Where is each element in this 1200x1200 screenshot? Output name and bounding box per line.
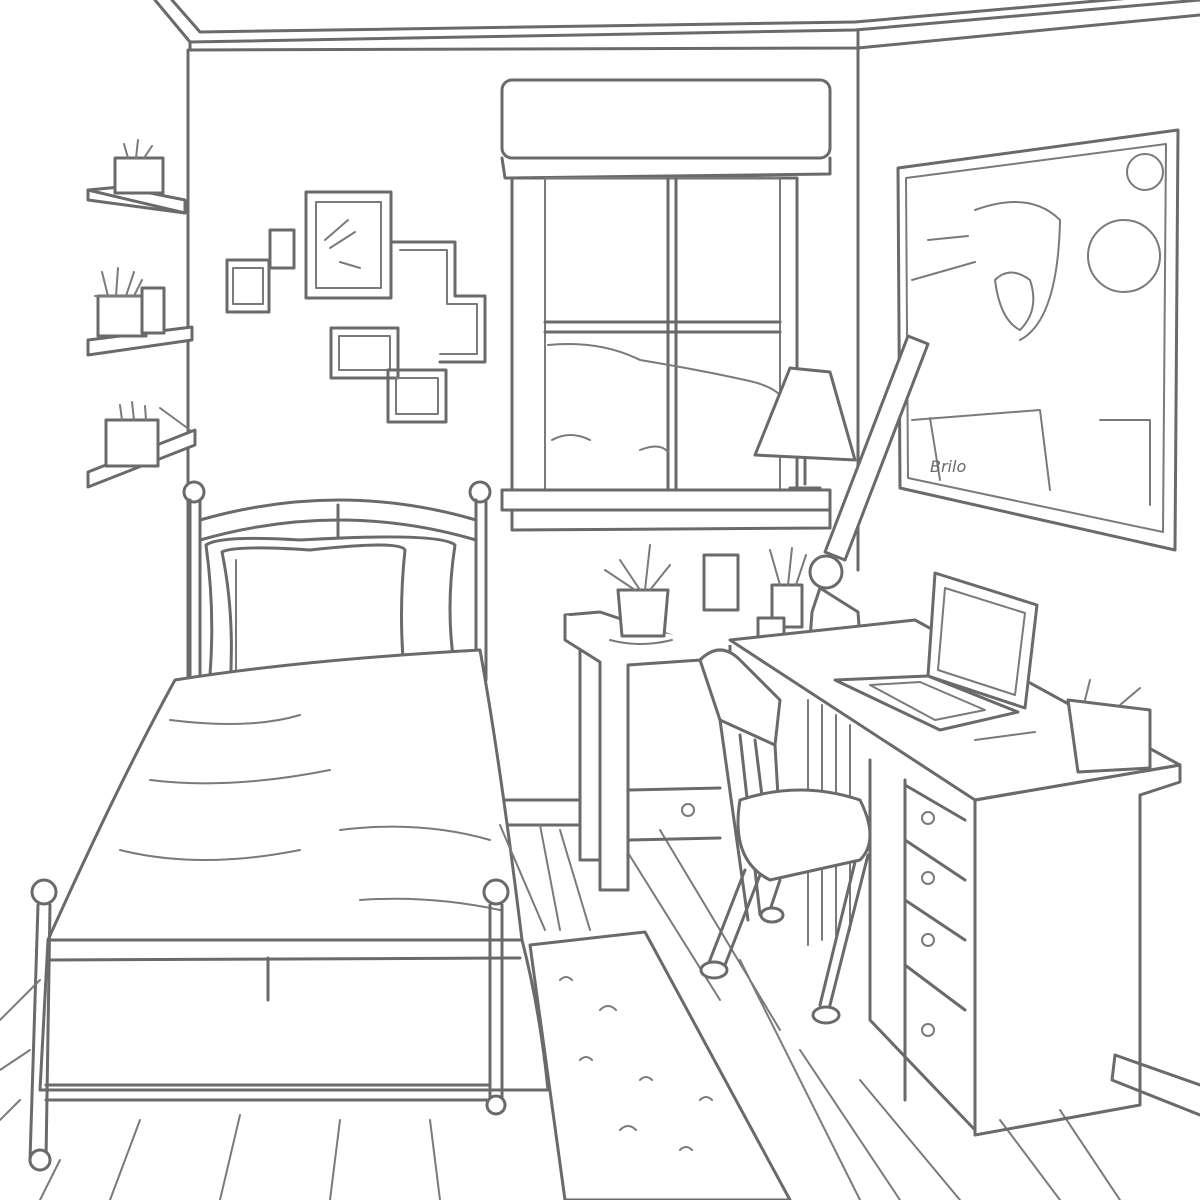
floor-boards xyxy=(0,824,1121,1200)
crown-molding xyxy=(153,0,1200,52)
lamp-icon xyxy=(753,366,857,490)
wall-poster: Brilo xyxy=(896,128,1180,552)
book-icon xyxy=(104,401,191,468)
chair xyxy=(698,648,872,1025)
picture-frames xyxy=(225,190,487,424)
pencil-icon xyxy=(974,731,1036,741)
bed xyxy=(28,480,550,1172)
rug xyxy=(528,930,792,1200)
poster-signature: Brilo xyxy=(930,457,966,476)
plant-pot-icon xyxy=(94,139,166,338)
plant-pot-icon xyxy=(604,544,673,645)
pen-holder-icon xyxy=(1066,679,1152,774)
laptop-icon xyxy=(833,571,1039,732)
window xyxy=(500,78,832,532)
